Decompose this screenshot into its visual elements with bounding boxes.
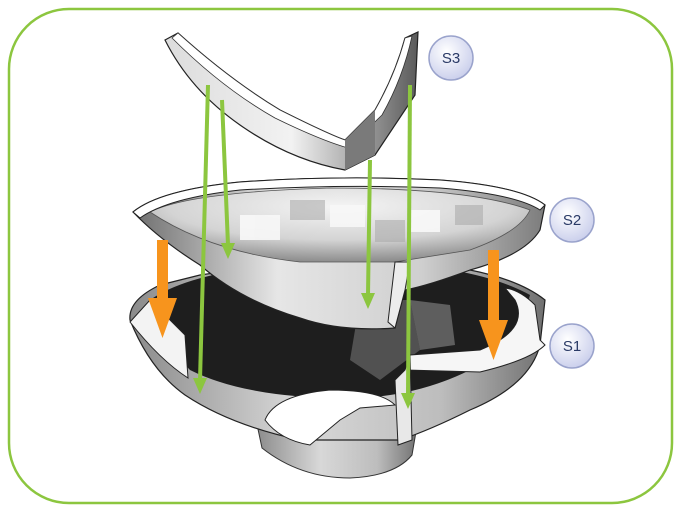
label-s3: S3 <box>442 50 460 67</box>
badge-s1: S1 <box>550 324 594 368</box>
label-s2: S2 <box>563 212 581 229</box>
label-s1: S1 <box>563 338 581 355</box>
badge-s3: S3 <box>429 36 473 80</box>
badge-s2: S2 <box>550 198 594 242</box>
